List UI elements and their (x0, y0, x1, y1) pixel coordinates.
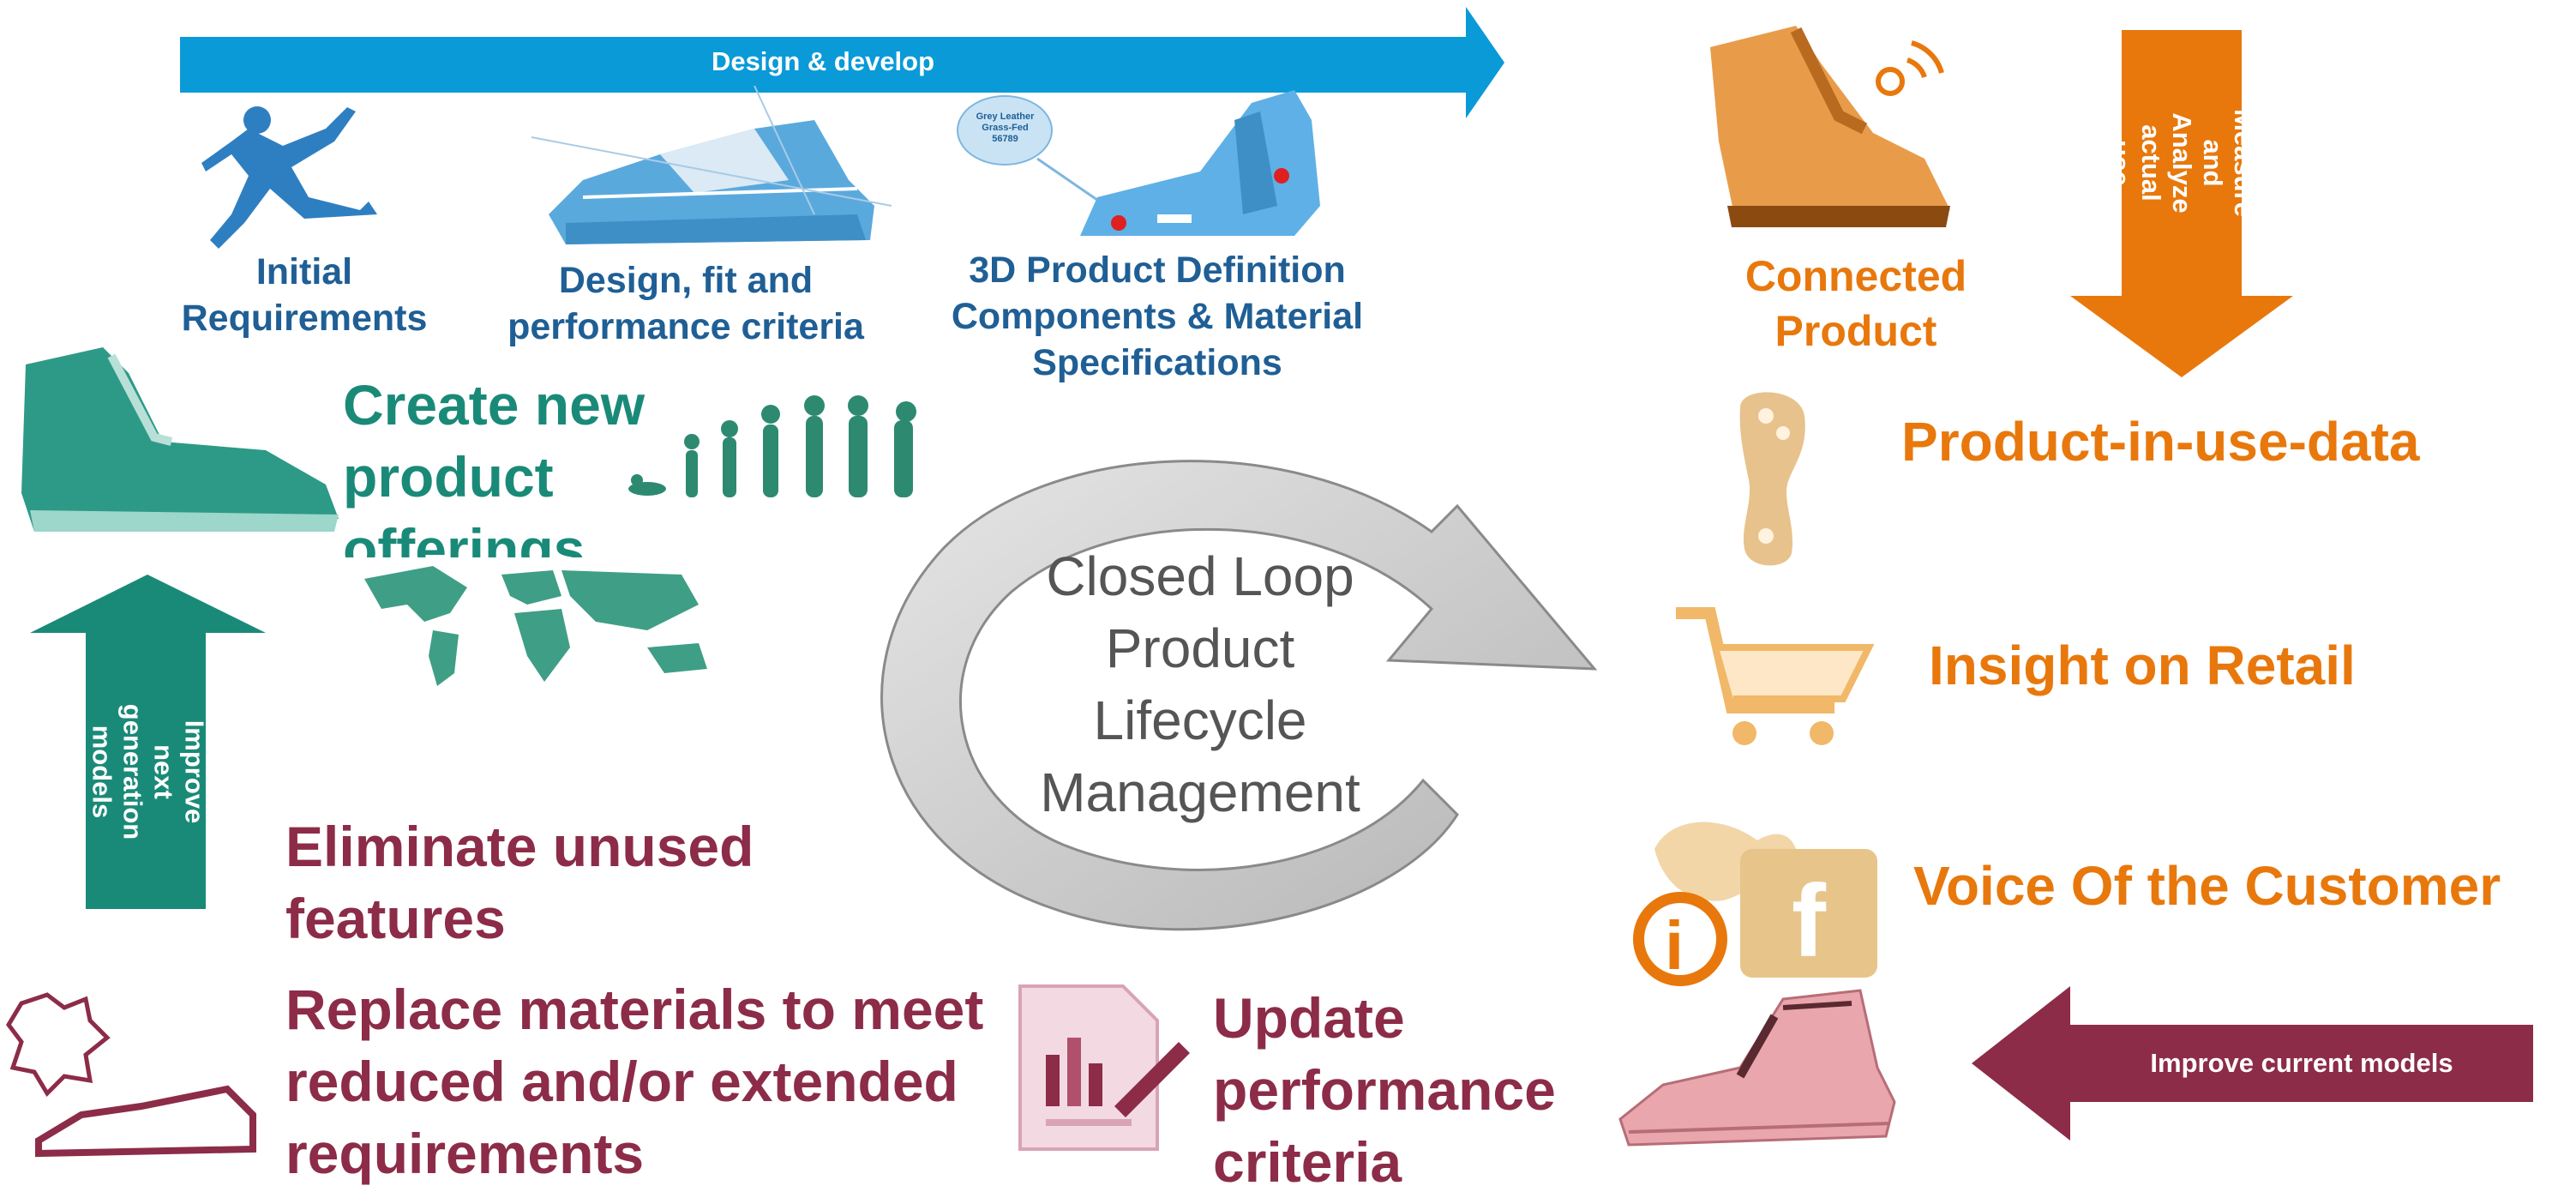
footprint-icon (1714, 382, 1826, 570)
svg-text:i: i (1665, 907, 1684, 984)
measure-analyze-label: Measure and Analyze actual use (2105, 109, 2259, 217)
design-develop-arrow: Design & develop (180, 7, 1504, 118)
stage-initial-requirements: Initial Requirements (181, 251, 428, 339)
insight-on-retail: Insight on Retail (1929, 635, 2356, 696)
update-performance-criteria: Update performance criteria (1213, 986, 1556, 1194)
runner-icon (197, 94, 420, 257)
closed-loop-arrow: Closed Loop Product Lifecycle Management (840, 412, 1612, 943)
improve-current-arrow: Improve current models (1972, 986, 2533, 1141)
shoe-wireframe-icon (531, 86, 892, 257)
evolution-icon (621, 390, 947, 502)
improve-next-label: Improve next generation models (87, 703, 210, 840)
create-new-offerings: Create new product offerings (343, 373, 646, 557)
svg-text:f: f (1792, 864, 1827, 978)
report-icon (986, 978, 1192, 1158)
voice-of-the-customer: Voice Of the Customer (1913, 855, 2501, 917)
shoe-3d-icon: Grey Leather Grass-Fed 56789 (952, 86, 1363, 257)
stage-design-fit: Design, fit and performance criteria (507, 260, 864, 347)
connected-shoe-icon (1702, 13, 1967, 236)
social-icon: f i (1620, 815, 1886, 986)
replace-materials: Replace materials to meet reduced and/or… (285, 978, 984, 1185)
leather-icon (4, 986, 261, 1158)
closed-loop-label: Closed Loop Product Lifecycle Management (1040, 545, 1360, 823)
shopping-cart-icon (1672, 600, 1877, 755)
connected-product-label: Connected Product (1744, 252, 1967, 355)
eliminate-unused-features: Eliminate unused features (285, 815, 754, 950)
material-callout: Grey Leather Grass-Fed 56789 (976, 111, 1035, 144)
improve-next-arrow: Improve next generation models (30, 575, 266, 909)
measure-analyze-arrow: Measure and Analyze actual use (2066, 30, 2297, 377)
stage-3d-product-definition: 3D Product Definition Components & Mater… (951, 250, 1364, 383)
product-in-use-data: Product-in-use-data (1901, 411, 2420, 473)
design-develop-label: Design & develop (711, 46, 935, 76)
teal-shoe-icon (9, 339, 343, 536)
pink-shoe-icon (1612, 982, 1903, 1153)
improve-current-label: Improve current models (2150, 1048, 2453, 1078)
world-map-icon (356, 562, 733, 690)
